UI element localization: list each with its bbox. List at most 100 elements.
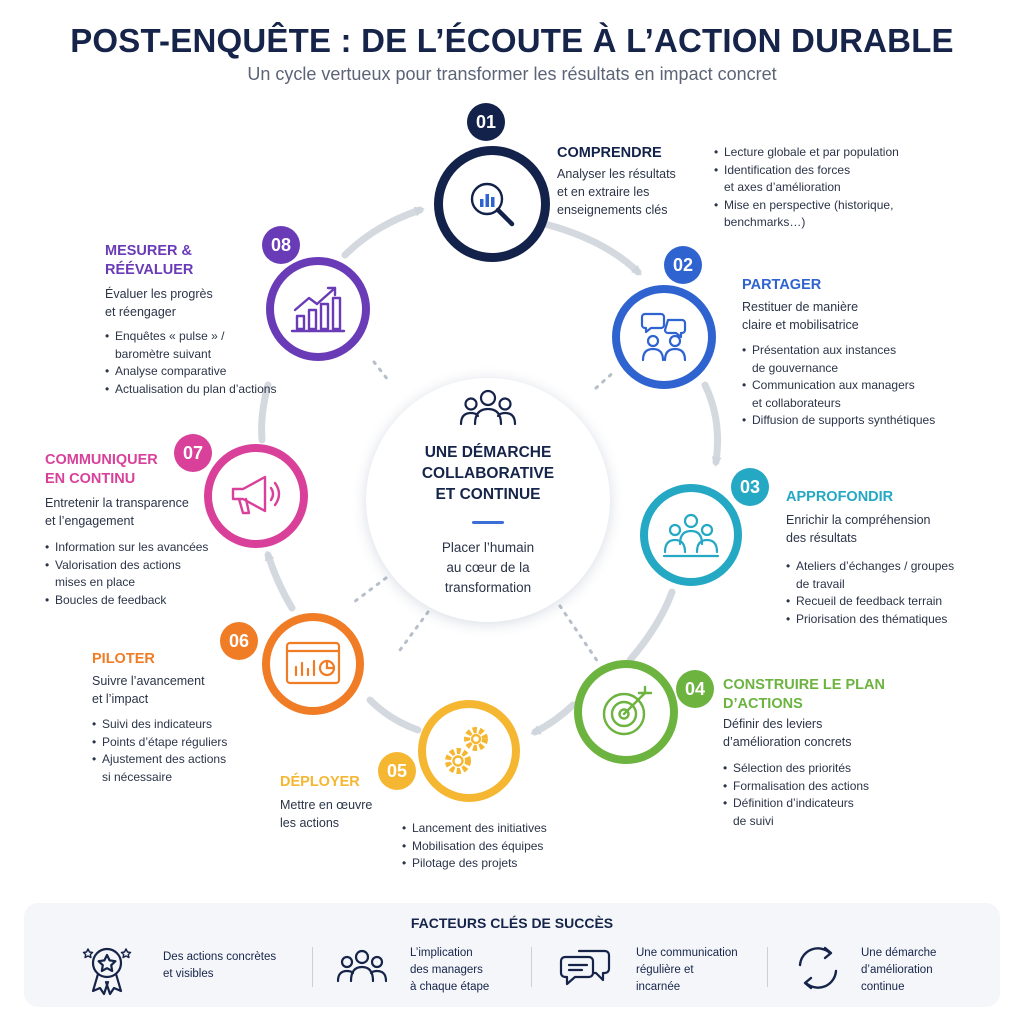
step-3-title: APPROFONDIR (786, 489, 894, 505)
center-subtitle: Placer l’humain au cœur de la transforma… (441, 540, 535, 595)
bullet-item: Boucles de feedback (45, 592, 208, 610)
step-2-badge: 02 (664, 246, 702, 284)
step-8-bullets: Enquêtes « pulse » /baromètre suivant An… (105, 328, 276, 398)
dotted-connector-5 (398, 610, 430, 652)
gears-icon (445, 727, 488, 774)
dashboard-icon (285, 641, 341, 685)
step-5-badge: 05 (378, 752, 416, 790)
target-icon (602, 685, 653, 736)
cycle-arrow-3-4 (626, 588, 676, 664)
step-1-circle (434, 146, 550, 262)
success-factors-panel: FACTEURS CLÉS DE SUCCÈS Des actions conc… (24, 903, 1000, 1007)
magnifier-chart-icon (470, 182, 515, 227)
step-5-circle (418, 700, 520, 802)
bullet-item: Lancement des initiatives (402, 820, 547, 838)
bullet-item: Lecture globale et par population (714, 144, 899, 162)
step-7-bullets: Information sur les avancées Valorisatio… (45, 539, 208, 609)
step-5-bullets: Lancement des initiatives Mobilisation d… (402, 820, 547, 873)
step-2-title: PARTAGER (742, 277, 822, 293)
megaphone-icon (231, 475, 281, 515)
step-4-badge: 04 (676, 670, 714, 708)
step-6-title: PILOTER (92, 651, 155, 667)
step-7-circle (204, 444, 308, 548)
step-6-bullets: Suivi des indicateurs Points d’étape rég… (92, 716, 227, 786)
bullet-item: Priorisation des thématiques (786, 611, 954, 629)
step-1-bullets: Lecture globale et par population Identi… (714, 144, 899, 232)
people-group-icon (459, 389, 517, 426)
step-4-circle (574, 660, 678, 764)
center-circle: UNE DÉMARCHE COLLABORATIVE ET CONTINUE P… (366, 378, 610, 622)
cycle-ring (258, 206, 722, 736)
step-3-badge: 03 (731, 468, 769, 506)
page-title: POST-ENQUÊTE : DE L’ÉCOUTE À L’ACTION DU… (70, 22, 954, 59)
team-icon (662, 513, 720, 558)
factor-separator (531, 947, 532, 987)
dotted-connector-2 (594, 368, 618, 390)
cycle-arrow-6-7 (264, 550, 296, 612)
bullet-item: Enquêtes « pulse » /baromètre suivant (105, 328, 276, 363)
dotted-connector-8 (372, 360, 390, 382)
bullet-item: Pilotage des projets (402, 855, 547, 873)
bullet-item: Mobilisation des équipes (402, 838, 547, 856)
cycle-arrow-5-6 (366, 696, 422, 734)
cycle-arrow-2-3 (701, 381, 722, 467)
step-6-circle (262, 613, 364, 715)
bullet-item: Information sur les avancées (45, 539, 208, 557)
page-subtitle: Un cycle vertueux pour transformer les r… (247, 64, 777, 84)
dotted-connector-6 (348, 576, 388, 607)
step-8-circle (266, 257, 370, 361)
factor-separator (312, 947, 313, 987)
bullet-item: Mise en perspective (historique,benchmar… (714, 197, 899, 232)
bullet-item: Diffusion de supports synthétiques (742, 412, 935, 430)
cycle-arrow-1-2 (541, 220, 642, 276)
chat-bubbles-icon (559, 949, 611, 986)
step-8-title: MESURER &RÉÉVALUER (105, 243, 194, 278)
cycle-arrow-4-5 (530, 701, 577, 736)
step-6-badge: 06 (220, 622, 258, 660)
step-1-title: COMPRENDRE (557, 145, 662, 161)
cycle-arrows-icon (798, 946, 838, 990)
success-factors-title: FACTEURS CLÉS DE SUCCÈS (410, 915, 614, 931)
award-medal-icon (82, 947, 132, 996)
dotted-connector-4 (558, 604, 602, 667)
center-divider (472, 521, 504, 524)
step-4-bullets: Sélection des priorités Formalisation de… (723, 760, 869, 830)
bullet-item: Points d’étape réguliers (92, 734, 227, 752)
bullet-item: Suivi des indicateurs (92, 716, 227, 734)
bullet-item: Analyse comparative (105, 363, 276, 381)
step-1-badge: 01 (467, 103, 505, 141)
center-title: UNE DÉMARCHE COLLABORATIVE ET CONTINUE (421, 444, 555, 503)
growth-chart-icon (290, 286, 346, 333)
step-5-title: DÉPLOYER (280, 774, 360, 790)
step-2-circle (612, 285, 716, 389)
cycle-arrow-8-1 (341, 206, 425, 259)
chat-people-icon (640, 312, 687, 362)
step-3-circle (640, 484, 742, 586)
people-group-icon (336, 949, 388, 983)
step-8-badge: 08 (262, 226, 300, 264)
bullet-item: Formalisation des actions (723, 778, 869, 796)
step-7-badge: 07 (174, 434, 212, 472)
factor-separator (767, 947, 768, 987)
